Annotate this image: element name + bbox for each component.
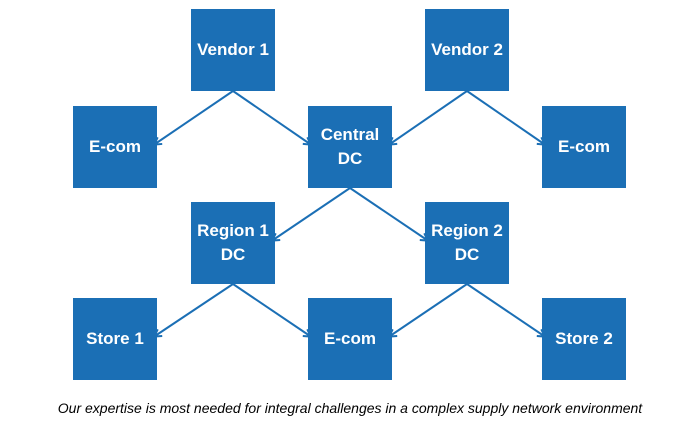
node-store-2: Store 2: [542, 298, 626, 380]
edge-vendor1-to-central_dc: [232, 90, 310, 144]
node-region-2-dc: Region 2 DC: [425, 202, 509, 284]
node-central-dc: Central DC: [308, 106, 392, 188]
edge-region2_dc-to-ecom_bottom: [390, 283, 468, 336]
edge-vendor1-to-ecom_left: [155, 90, 234, 144]
diagram-caption: Our expertise is most needed for integra…: [57, 400, 643, 416]
node-vendor-2: Vendor 2: [425, 9, 509, 91]
node-store-1: Store 1: [73, 298, 157, 380]
edge-region1_dc-to-store1: [155, 283, 234, 336]
node-vendor-1: Vendor 1: [191, 9, 275, 91]
edge-central_dc-to-region1_dc: [273, 187, 351, 240]
edge-region2_dc-to-store2: [466, 283, 544, 336]
node-region-1-dc: Region 1 DC: [191, 202, 275, 284]
node-ecom-left: E-com: [73, 106, 157, 188]
edge-central_dc-to-region2_dc: [349, 187, 427, 240]
node-ecom-bottom: E-com: [308, 298, 392, 380]
edge-region1_dc-to-ecom_bottom: [232, 283, 310, 336]
edge-layer: [0, 90, 700, 400]
edge-vendor2-to-central_dc: [390, 90, 468, 144]
node-ecom-right: E-com: [542, 106, 626, 188]
edge-vendor2-to-ecom_right: [466, 90, 544, 144]
